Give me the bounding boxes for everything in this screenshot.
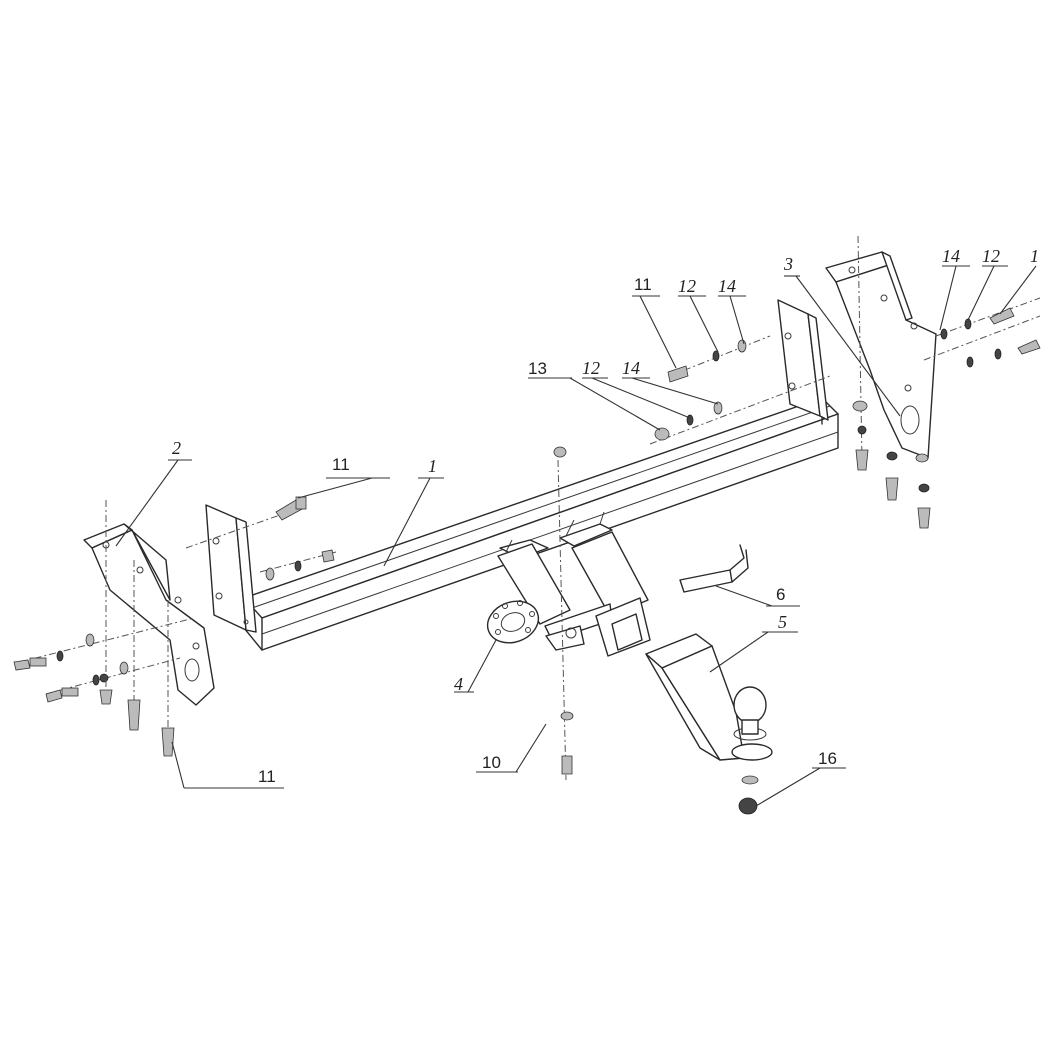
callout-part-14-middle: 14 [622, 358, 640, 378]
tow-plate-ring [486, 600, 540, 644]
hardware-bolts-and-washers [13, 235, 1041, 815]
leader-lines [115, 265, 1037, 807]
crossbar-left-end-plate [205, 504, 257, 633]
callout-part-6: 6 [776, 585, 785, 604]
callout-part-14-top: 14 [718, 276, 736, 296]
callout-labels: 1 2 3 4 5 6 10 11 11 11 12 12 12 13 14 1… [172, 246, 1039, 786]
callout-part-3: 3 [783, 254, 793, 274]
ball-mount [645, 633, 773, 785]
receiver-housing [497, 511, 651, 657]
callout-part-1-edge: 1 [1030, 246, 1039, 266]
callout-part-16: 16 [818, 749, 837, 768]
callout-part-11-right: 11 [634, 275, 652, 294]
hitch-pin [679, 544, 749, 593]
callout-part-4: 4 [454, 674, 463, 694]
callout-part-1: 1 [428, 456, 437, 476]
callout-part-11-left-top: 11 [332, 455, 350, 474]
callout-part-2: 2 [172, 438, 181, 458]
callout-part-12-middle: 12 [582, 358, 600, 378]
left-side-bracket [83, 523, 215, 706]
callout-part-10: 10 [482, 753, 501, 772]
callout-part-12-top: 12 [678, 276, 696, 296]
callout-part-11-left-bottom: 11 [258, 767, 276, 786]
callout-part-14-far-right: 14 [942, 246, 960, 266]
crossbar-right-end-plate [777, 299, 829, 421]
right-side-bracket [825, 251, 937, 459]
callout-part-13: 13 [528, 359, 547, 378]
callout-part-12-far-right: 12 [982, 246, 1000, 266]
main-crossbar [243, 397, 839, 651]
callout-part-5: 5 [778, 612, 787, 632]
